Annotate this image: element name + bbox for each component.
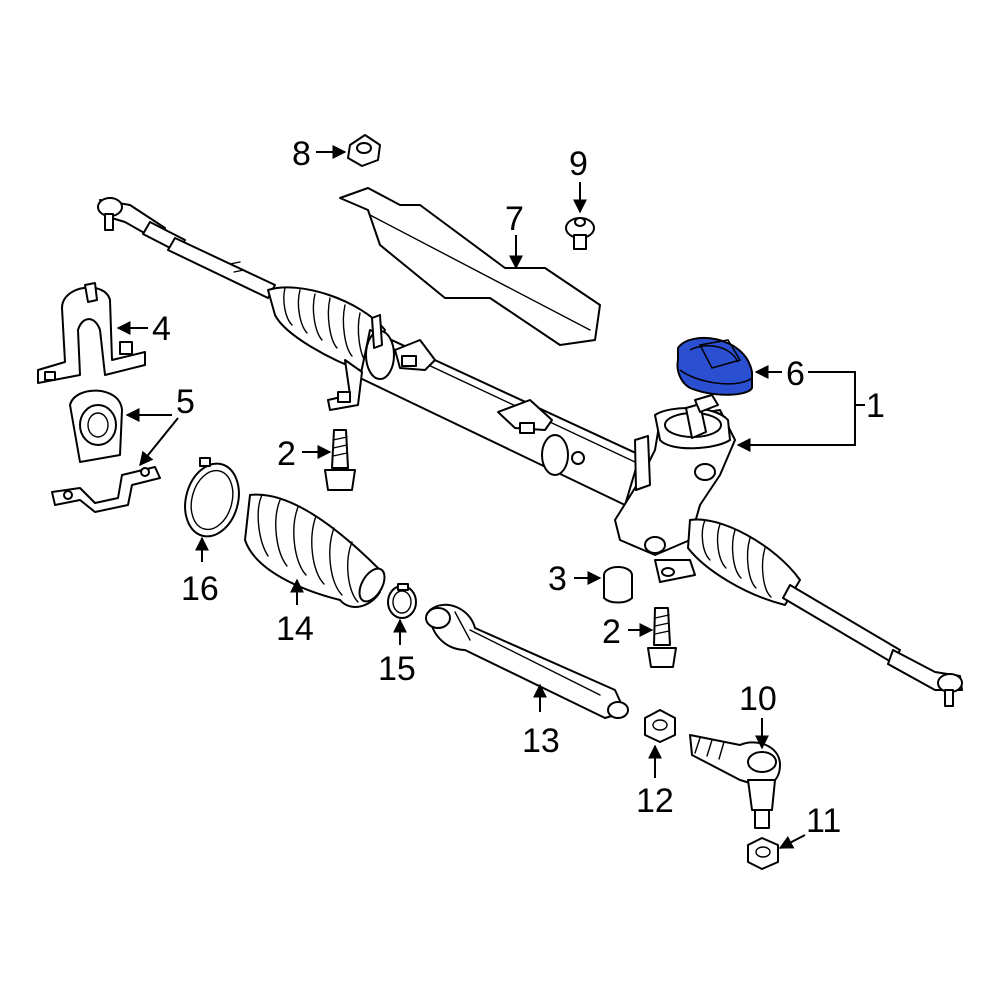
pinion-housing [614,394,736,583]
nut-8 [347,134,381,167]
callout-3: 3 [548,560,567,598]
callout-13: 13 [522,722,560,760]
bushing-5 [69,389,123,463]
strap-5 [51,466,161,513]
steering-rack-assembly [97,197,963,707]
right-bellows-boot [687,518,801,606]
nut-12 [644,709,676,743]
callout-9: 9 [569,145,588,183]
right-tie-rod [782,584,901,664]
callout-7: 7 [505,200,524,238]
inner-tie-rod-13 [425,603,629,719]
callout-12: 12 [636,782,674,820]
callout-4: 4 [152,310,171,348]
pinion-cover-cap [676,336,753,396]
nut-11 [747,837,779,870]
callout-6: 6 [786,355,805,393]
callout-11: 11 [806,802,841,840]
callout-16: 16 [181,570,219,608]
clamp-ring-16 [184,457,240,538]
bolt-2-upper [324,429,356,491]
callout-labels: 1 2 2 3 4 5 6 7 8 9 10 11 12 13 14 15 16 [152,135,885,840]
callout-5: 5 [176,383,195,421]
mounting-bracket-4 [37,282,146,384]
right-tie-rod-end [887,649,963,707]
bushing-3 [603,566,633,604]
bellows-boot-14 [244,493,386,608]
outer-tie-rod-end-10 [689,734,781,829]
tube-clip-right [497,399,553,431]
callout-1: 1 [866,387,885,425]
callout-2-lower: 2 [602,613,621,651]
leader-lines [116,145,865,849]
callout-14: 14 [276,610,314,648]
clamp-15 [387,583,417,619]
callout-2-upper: 2 [277,435,296,473]
callout-8: 8 [292,135,311,173]
left-tie-rod-end [97,197,186,253]
callout-10: 10 [739,680,777,718]
left-tie-rod [167,237,276,299]
bolt-2-lower [647,607,677,668]
clip-9 [565,217,595,250]
callout-15: 15 [378,650,416,688]
